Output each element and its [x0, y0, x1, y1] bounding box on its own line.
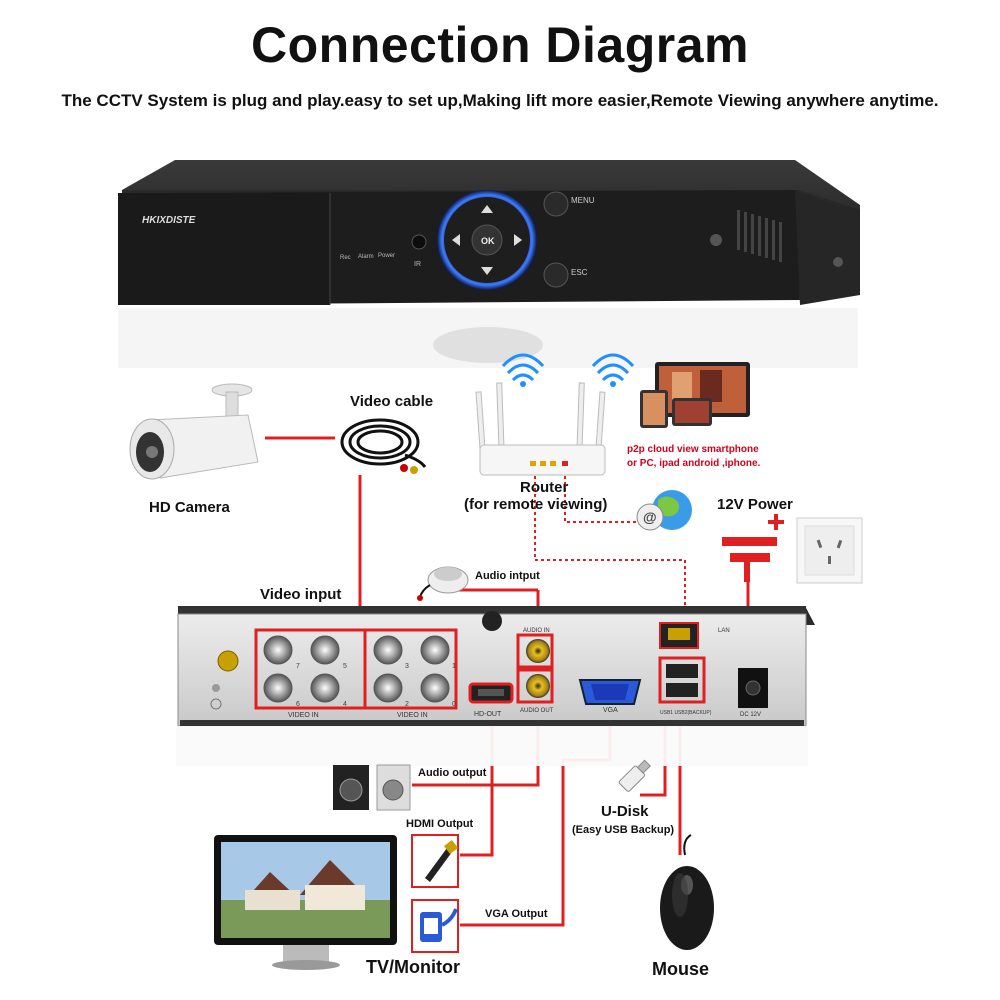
mouse-icon — [660, 834, 714, 950]
port-1-label: 1 — [452, 663, 456, 670]
dc-label: DC 12V — [740, 712, 761, 718]
menu-label: MENU — [571, 196, 595, 205]
router-sub-label: (for remote viewing) — [464, 496, 608, 513]
dvr-brand: HKIXDISTE — [142, 215, 196, 226]
wifi-icon — [501, 353, 635, 387]
devices-icon — [640, 362, 750, 428]
udisk-label: U-Disk — [601, 803, 649, 820]
esc-label: ESC — [571, 268, 588, 277]
p2p-line-1: p2p cloud view smartphone — [627, 444, 759, 455]
dvr-back-panel — [176, 606, 815, 766]
p2p-line-2: or PC, ipad android ,iphone. — [627, 458, 761, 469]
port-0-label: 0 — [452, 701, 456, 708]
router-icon — [475, 382, 606, 476]
usb-disk-icon — [618, 759, 651, 792]
audio-output-label: Audio output — [418, 767, 487, 779]
svg-text:@: @ — [643, 509, 657, 525]
cable-icon — [340, 418, 427, 474]
power-label: 12V Power — [717, 496, 793, 513]
vga-output-label: VGA Output — [485, 908, 548, 920]
mouse-label: Mouse — [652, 959, 710, 979]
video-in-label-1: VIDEO IN — [288, 712, 319, 719]
port-4-label: 4 — [343, 701, 347, 708]
power-socket-icon — [796, 517, 863, 584]
led-alarm-label: Alarm — [358, 254, 374, 260]
router-label: Router — [520, 479, 569, 496]
dvr-front-unit — [118, 160, 860, 368]
ok-label: OK — [481, 236, 495, 246]
port-6-label: 6 — [296, 701, 300, 708]
port-2-label: 2 — [405, 701, 409, 708]
network-wires — [534, 470, 686, 628]
microphone-icon — [417, 566, 469, 601]
video-cable-label: Video cable — [350, 393, 434, 410]
hdmi-plug-icon — [425, 840, 458, 882]
hdmi-output-label: HDMI Output — [406, 818, 474, 830]
power-symbol-icon — [722, 514, 784, 582]
port-7-label: 7 — [296, 663, 300, 670]
audio-in-label: AUDIO IN — [523, 628, 550, 634]
hd-camera-label: HD Camera — [149, 499, 230, 516]
port-3-label: 3 — [405, 663, 409, 670]
page-title: Connection Diagram — [251, 17, 749, 73]
hd-out-label: HD-OUT — [474, 711, 502, 718]
dpad-control[interactable] — [437, 190, 537, 290]
led-rec-label: Rec — [340, 255, 351, 261]
udisk-sub-label: (Easy USB Backup) — [572, 824, 675, 836]
port-5-label: 5 — [343, 663, 347, 670]
audio-out-label: AUDIO OUT — [520, 708, 554, 714]
lan-label: LAN — [718, 628, 730, 634]
video-input-label: Video input — [260, 586, 342, 603]
audio-input-label: Audio intput — [475, 570, 540, 582]
camera-icon — [129, 383, 259, 480]
globe-icon: @ — [636, 490, 692, 531]
menu-button[interactable] — [543, 191, 569, 217]
monitor-icon — [214, 835, 397, 970]
video-in-label-2: VIDEO IN — [397, 712, 428, 719]
usb-label: USB1 USB2(BACKUP) — [660, 710, 712, 716]
page-subtitle: The CCTV System is plug and play.easy to… — [61, 91, 939, 110]
esc-button[interactable] — [543, 262, 569, 288]
led-power-label: Power — [378, 253, 395, 259]
speaker-icon — [333, 764, 411, 811]
tv-monitor-label: TV/Monitor — [366, 957, 460, 977]
vga-label: VGA — [603, 707, 618, 714]
vga-plug-icon — [420, 908, 458, 942]
ir-label: IR — [414, 261, 421, 268]
